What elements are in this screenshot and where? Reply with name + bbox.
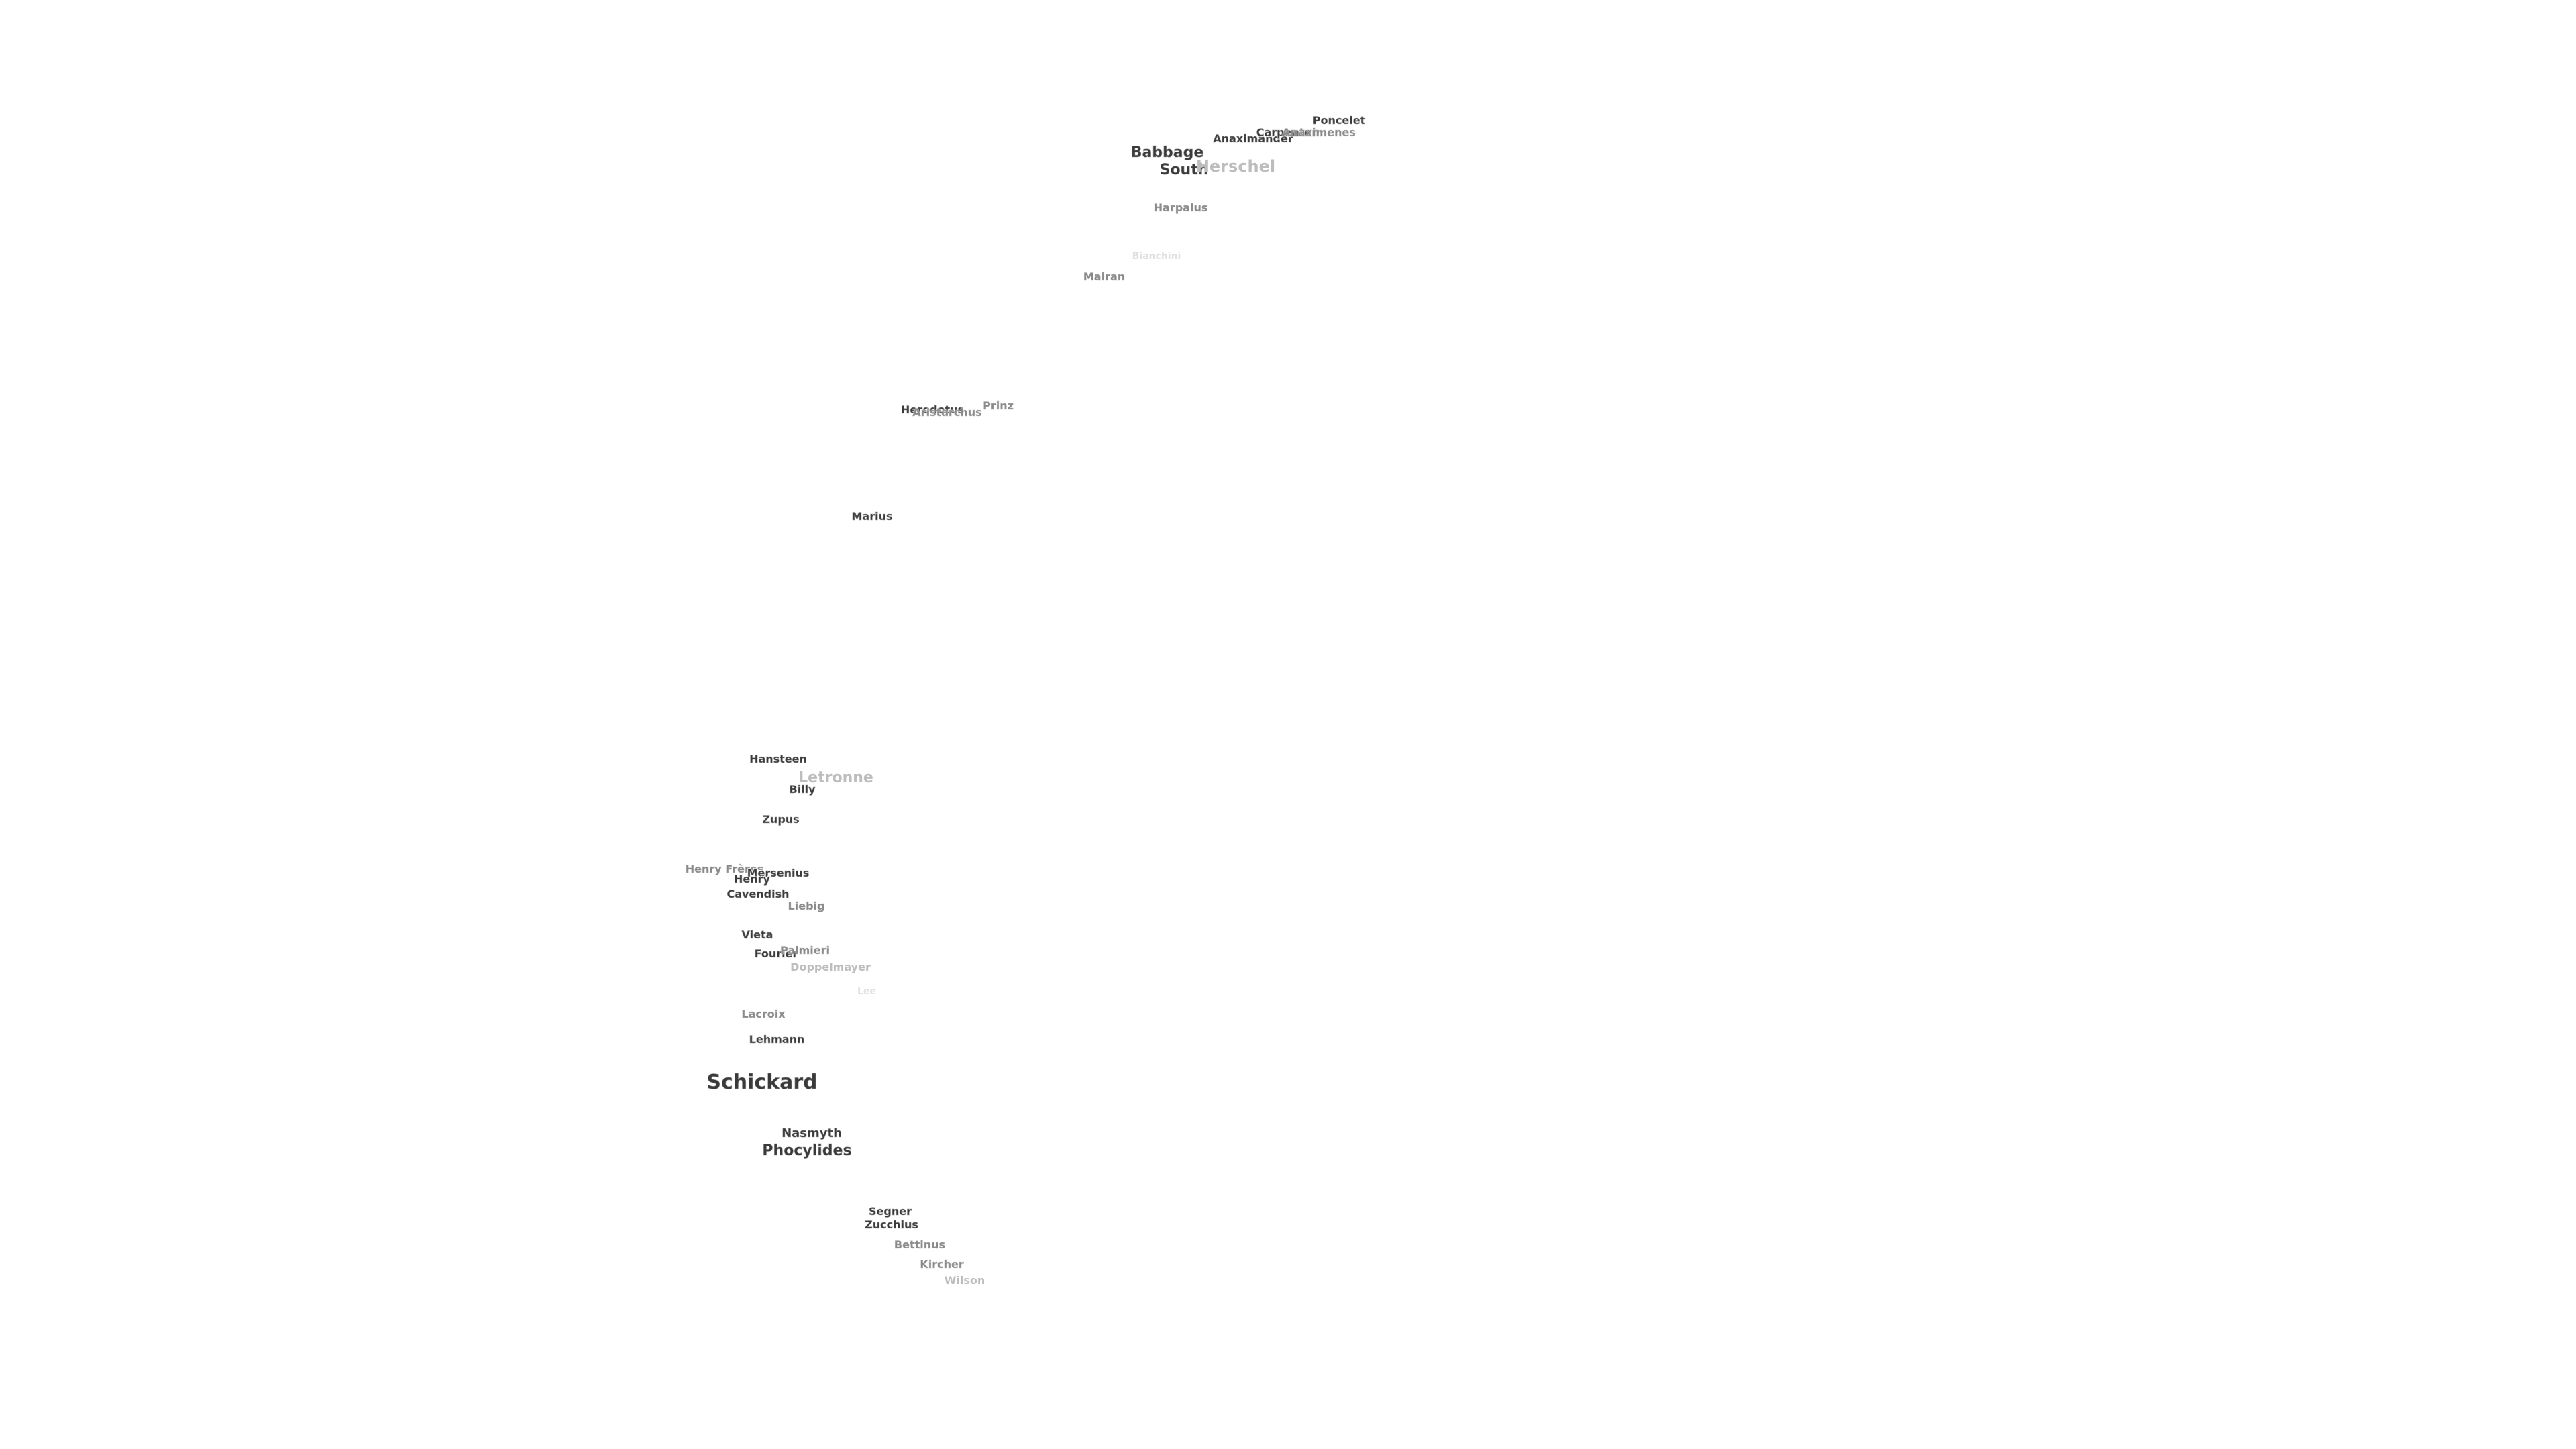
crater-label-henry-freres[interactable]: Henry Frères [685, 863, 764, 875]
crater-label-marius[interactable]: Marius [851, 510, 893, 523]
crater-label-aristarchus[interactable]: Aristarchus [912, 406, 982, 419]
crater-label-bettinus[interactable]: Bettinus [894, 1238, 946, 1251]
crater-label-anaximenes[interactable]: Anaximenes [1282, 126, 1356, 139]
crater-label-carpenter[interactable]: Carpenter [1256, 126, 1318, 139]
crater-label-herodotus[interactable]: Herodotus [900, 403, 965, 416]
crater-label-billy[interactable]: Billy [789, 783, 816, 796]
crater-label-doppelmayer[interactable]: Doppelmayer [790, 961, 871, 973]
crater-label-anaximander[interactable]: Anaximander [1213, 132, 1293, 145]
crater-label-herschel[interactable]: Herschel [1195, 157, 1276, 176]
crater-label-lee[interactable]: Lee [857, 986, 876, 997]
crater-label-liebig[interactable]: Liebig [788, 900, 825, 912]
crater-label-cavendish[interactable]: Cavendish [727, 888, 790, 900]
crater-label-poncelet[interactable]: Poncelet [1312, 114, 1366, 127]
crater-label-harpalus[interactable]: Harpalus [1153, 201, 1208, 214]
crater-label-mairan[interactable]: Mairan [1083, 270, 1126, 283]
crater-label-babbage[interactable]: Babbage [1130, 144, 1204, 161]
crater-label-kircher[interactable]: Kircher [920, 1258, 964, 1271]
crater-label-zucchius[interactable]: Zucchius [865, 1218, 918, 1231]
crater-label-segner[interactable]: Segner [869, 1205, 912, 1218]
crater-label-bianchini[interactable]: Bianchini [1132, 251, 1181, 262]
crater-label-nasmyth[interactable]: Nasmyth [782, 1126, 842, 1140]
crater-label-henry[interactable]: Henry [734, 873, 771, 885]
crater-label-south[interactable]: South [1159, 162, 1209, 178]
crater-label-vieta[interactable]: Vieta [741, 928, 773, 941]
crater-label-hansteen[interactable]: Hansteen [749, 753, 807, 765]
crater-label-zupus[interactable]: Zupus [762, 813, 800, 826]
crater-label-schickard[interactable]: Schickard [706, 1071, 818, 1094]
crater-label-mersenius[interactable]: Mersenius [747, 867, 810, 879]
crater-label-wilson[interactable]: Wilson [944, 1274, 985, 1287]
crater-label-prinz[interactable]: Prinz [983, 399, 1014, 412]
crater-label-letronne[interactable]: Letronne [798, 769, 873, 786]
crater-label-lacroix[interactable]: Lacroix [741, 1008, 786, 1020]
crater-label-fourier[interactable]: Fourier [754, 947, 798, 960]
crater-label-lehmann[interactable]: Lehmann [749, 1033, 805, 1046]
crater-label-palmieri[interactable]: Palmieri [780, 944, 830, 957]
crater-label-phocylides[interactable]: Phocylides [762, 1142, 852, 1159]
